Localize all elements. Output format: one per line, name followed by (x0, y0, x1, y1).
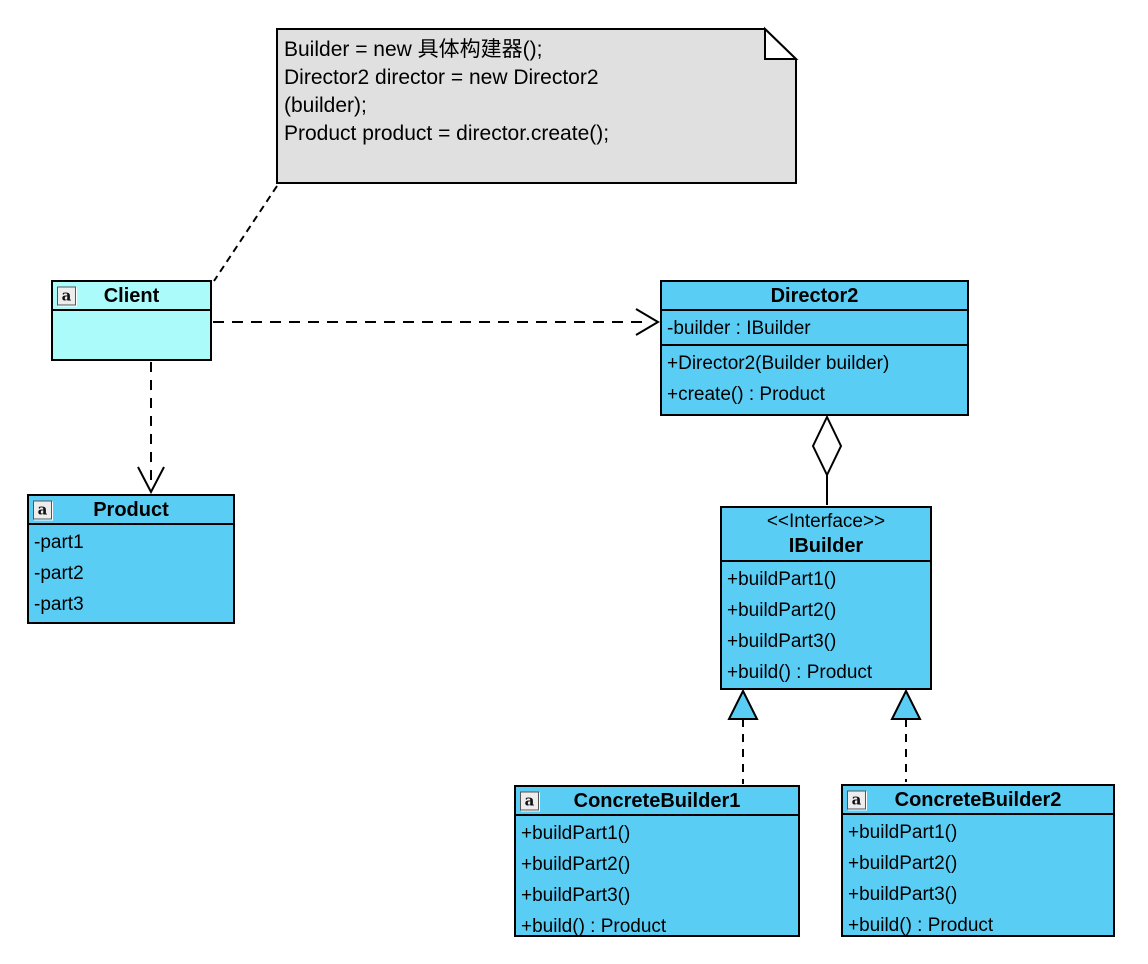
method-item: +buildPart2() (727, 600, 837, 621)
attribute-item: -part1 (34, 532, 84, 553)
class-title: Product (93, 498, 169, 521)
aggregation-diamond-icon (811, 414, 843, 478)
class-header: a ConcreteBuilder2 (843, 786, 1113, 815)
triangle-arrowhead-icon (727, 688, 759, 720)
dependency-arrow-client-director2 (213, 308, 660, 336)
realization-arrow-concretebuilder2-ibuilder (890, 688, 922, 782)
note-line: (builder); (284, 94, 367, 117)
aggregation-connector-director2-ibuilder (811, 414, 843, 505)
method-item: +buildPart1() (727, 569, 837, 590)
class-header: a Product (29, 496, 233, 525)
method-item: +Director2(Builder builder) (667, 353, 890, 374)
attribute-item: -part3 (34, 594, 84, 615)
note-line: Builder = new 具体构建器(); (284, 38, 543, 61)
note-shape (276, 26, 799, 184)
note-line: Product product = director.create(); (284, 122, 610, 145)
class-marker-icon: a (33, 500, 52, 519)
methods-compartment: +buildPart1() +buildPart2() +buildPart3(… (516, 816, 798, 935)
class-header: a Client (53, 282, 210, 311)
class-concretebuilder1: a ConcreteBuilder1 +buildPart1() +buildP… (514, 785, 800, 937)
methods-compartment: +Director2(Builder builder) +create() : … (662, 346, 967, 414)
attribute-item: -part2 (34, 563, 84, 584)
realization-arrow-concretebuilder1-ibuilder (727, 688, 759, 784)
class-title: Director2 (770, 284, 859, 307)
class-title: Client (103, 284, 160, 307)
attributes-compartment: -part1 -part2 -part3 (29, 525, 233, 622)
method-item: +buildPart3() (727, 631, 837, 652)
class-marker-icon: a (847, 790, 866, 809)
class-title: ConcreteBuilder1 (573, 789, 741, 812)
method-item: +buildPart2() (521, 854, 631, 875)
method-item: +buildPart1() (521, 823, 631, 844)
class-header: Director2 (662, 282, 967, 311)
class-concretebuilder2: a ConcreteBuilder2 +buildPart1() +buildP… (841, 784, 1115, 937)
class-title: ConcreteBuilder2 (894, 788, 1062, 811)
interface-ibuilder: <<Interface>> IBuilder +buildPart1() +bu… (720, 506, 932, 690)
method-item: +buildPart3() (521, 885, 631, 906)
class-header: <<Interface>> IBuilder (722, 508, 930, 562)
method-item: +buildPart1() (848, 822, 958, 843)
triangle-arrowhead-icon (890, 688, 922, 720)
methods-compartment: +buildPart1() +buildPart2() +buildPart3(… (722, 562, 930, 688)
method-item: +buildPart3() (848, 884, 958, 905)
methods-compartment: +buildPart1() +buildPart2() +buildPart3(… (843, 815, 1113, 935)
class-marker-icon: a (520, 791, 539, 810)
method-item: +build() : Product (727, 662, 873, 683)
class-marker-icon: a (57, 286, 76, 305)
class-product: a Product -part1 -part2 -part3 (27, 494, 235, 624)
note-fold-corner-icon (764, 26, 799, 60)
code-note: Builder = new 具体构建器(); Director2 directo… (284, 36, 762, 148)
attributes-compartment: -builder : IBuilder (662, 311, 967, 346)
note-line: Director2 director = new Director2 (284, 66, 599, 89)
method-item: +buildPart2() (848, 853, 958, 874)
method-item: +build() : Product (848, 915, 994, 935)
open-arrowhead-icon (137, 466, 165, 495)
note-anchor-line (213, 185, 278, 282)
dependency-arrow-client-product (137, 362, 165, 495)
class-empty-compartment (53, 311, 210, 359)
method-item: +create() : Product (667, 384, 825, 405)
class-header: a ConcreteBuilder1 (516, 787, 798, 816)
class-title: IBuilder (788, 534, 864, 557)
interface-stereotype: <<Interface>> (766, 510, 886, 532)
class-client: a Client (51, 280, 212, 361)
method-item: +build() : Product (521, 916, 667, 935)
attribute-item: -builder : IBuilder (667, 318, 811, 339)
open-arrowhead-icon (635, 308, 660, 336)
class-director2: Director2 -builder : IBuilder +Director2… (660, 280, 969, 416)
